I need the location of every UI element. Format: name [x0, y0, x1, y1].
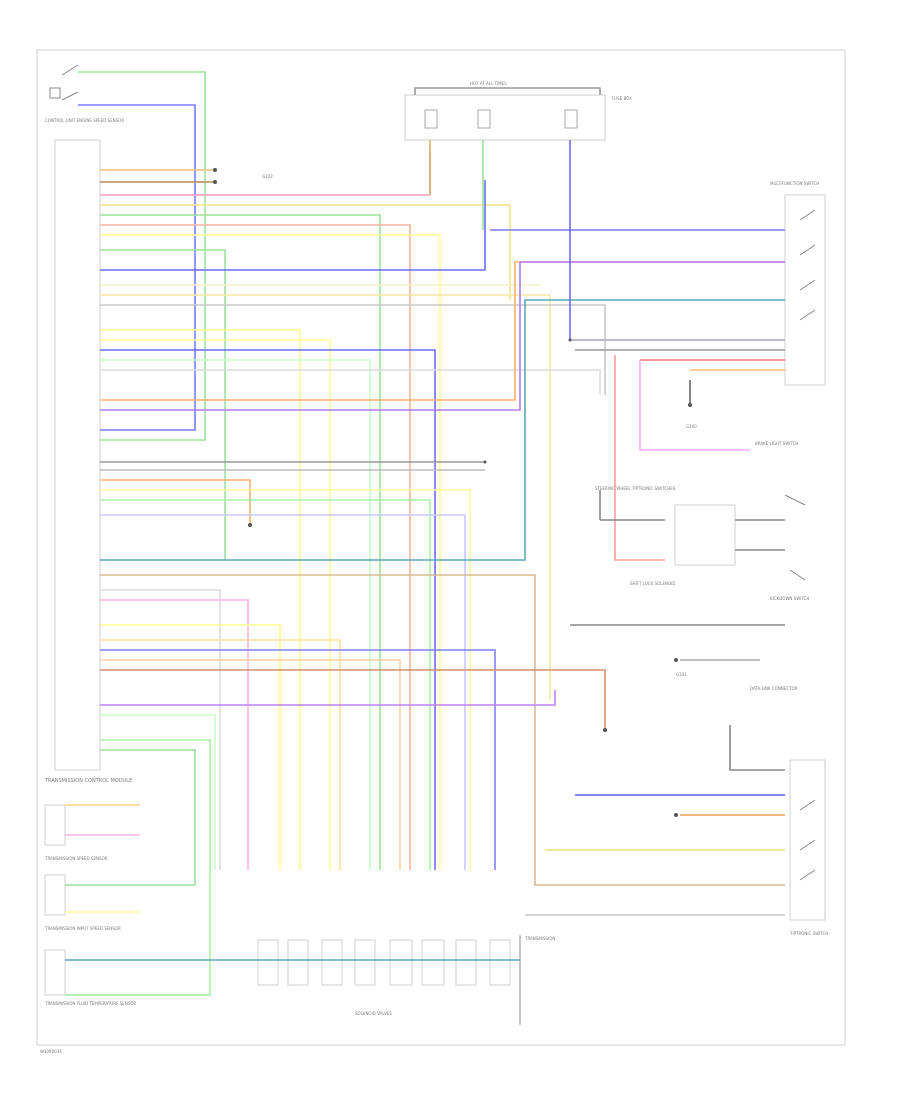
kickdown-switch: KICKDOWN SWITCH BRAKE LIGHT SWITCH [755, 441, 809, 601]
ground-points [213, 168, 692, 817]
wires [65, 71, 785, 996]
fuse-box: HOT AT ALL TIMES FUSE BOX [404, 81, 632, 141]
dlc-label: DATA LINK CONNECTOR [750, 686, 798, 691]
mfs-contacts [799, 209, 816, 881]
multifunction-switch: MULTIFUNCTION SWITCH [770, 181, 826, 386]
solenoid-valves: SOLENOID VALVES TRANSMISSION [257, 935, 555, 1025]
temp-sensor-label: TRANSMISSION FLUID TEMPERATURE SENSOR [44, 1001, 137, 1006]
fuse-title: FUSE BOX [612, 96, 632, 101]
ecm-sensor-label: CONTROL UNIT ENGINE SPEED SENSOR [45, 118, 124, 123]
steering-label: STEERING WHEEL TIPTRONIC SWITCHES [595, 486, 676, 491]
tcm-box [54, 139, 101, 771]
diagram-frame [36, 49, 846, 1046]
transmission-label: TRANSMISSION [524, 936, 555, 941]
output-speed-label: TRANSMISSION SPEED SENSOR [44, 856, 108, 861]
engine-speed-sensor: CONTROL UNIT ENGINE SPEED SENSOR [45, 64, 124, 123]
brake-label: BRAKE LIGHT SWITCH [755, 441, 798, 446]
ground-2: G200 [686, 424, 697, 429]
sensor-boxes: TRANSMISSION SPEED SENSOR TRANSMISSION I… [44, 804, 137, 1006]
tiptronic-switch: TIPTRONIC SWITCH [789, 759, 828, 936]
ground-3: G101 [676, 672, 687, 677]
shift-lock-module: SHIFT LOCK SOLENOID STEERING WHEEL TIPTR… [595, 486, 736, 586]
input-speed-label: TRANSMISSION INPUT SPEED SENSOR [44, 926, 121, 931]
kickdown-label: KICKDOWN SWITCH [770, 596, 809, 601]
footer-code: W1090034 [40, 1049, 62, 1054]
ground-1: G102 [262, 174, 273, 179]
mfs-label: MULTIFUNCTION SWITCH [770, 181, 819, 186]
shift-lock-label: SHIFT LOCK SOLENOID [630, 581, 675, 586]
tcm-label: TRANSMISSION CONTROL MODULE [44, 778, 132, 784]
tiptronic-label: TIPTRONIC SWITCH [789, 931, 828, 936]
fuse-label: HOT AT ALL TIMES [470, 81, 507, 86]
solenoid-label: SOLENOID VALVES [355, 1011, 392, 1016]
